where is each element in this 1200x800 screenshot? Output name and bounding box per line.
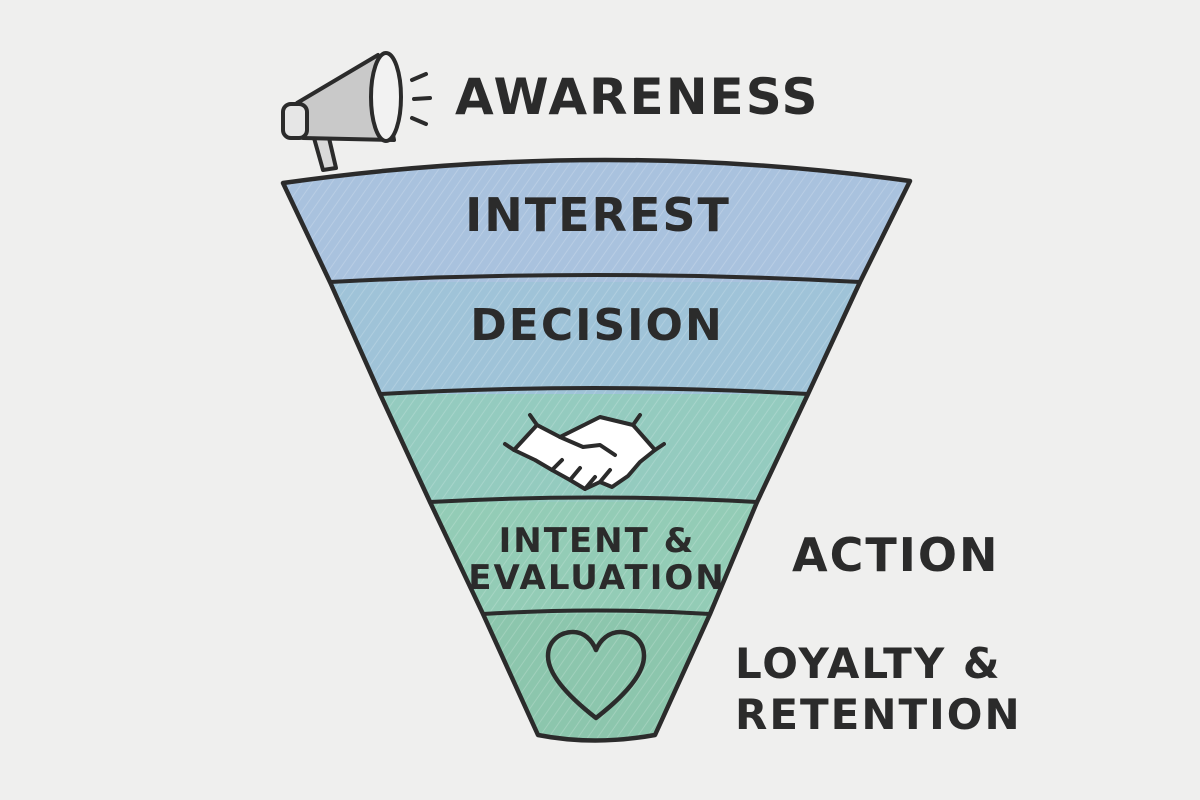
megaphone-icon (281, 51, 432, 172)
stage-loyalty-line1: LOYALTY & (735, 639, 1002, 688)
stage-awareness-label: AWARENESS (455, 68, 820, 126)
funnel-outline (280, 157, 913, 743)
handshake-icon (503, 413, 666, 491)
stage-intent-line1: INTENT & (498, 521, 696, 561)
divider-2 (378, 386, 810, 396)
stage-intent-label: INTENT & EVALUATION (468, 521, 726, 599)
stage-decision-label: DECISION (470, 300, 724, 351)
stage-loyalty-line2: RETENTION (735, 690, 1022, 740)
divider-4 (481, 608, 712, 616)
heart-icon (545, 629, 647, 721)
stage-interest-label: INTEREST (465, 188, 731, 242)
divider-1 (328, 273, 862, 284)
stage-loyalty-label: LOYALTY & RETENTION (735, 638, 1022, 740)
stage-action-label: ACTION (792, 528, 1000, 582)
divider-3 (428, 495, 759, 504)
stage-intent-line2: EVALUATION (468, 558, 726, 599)
